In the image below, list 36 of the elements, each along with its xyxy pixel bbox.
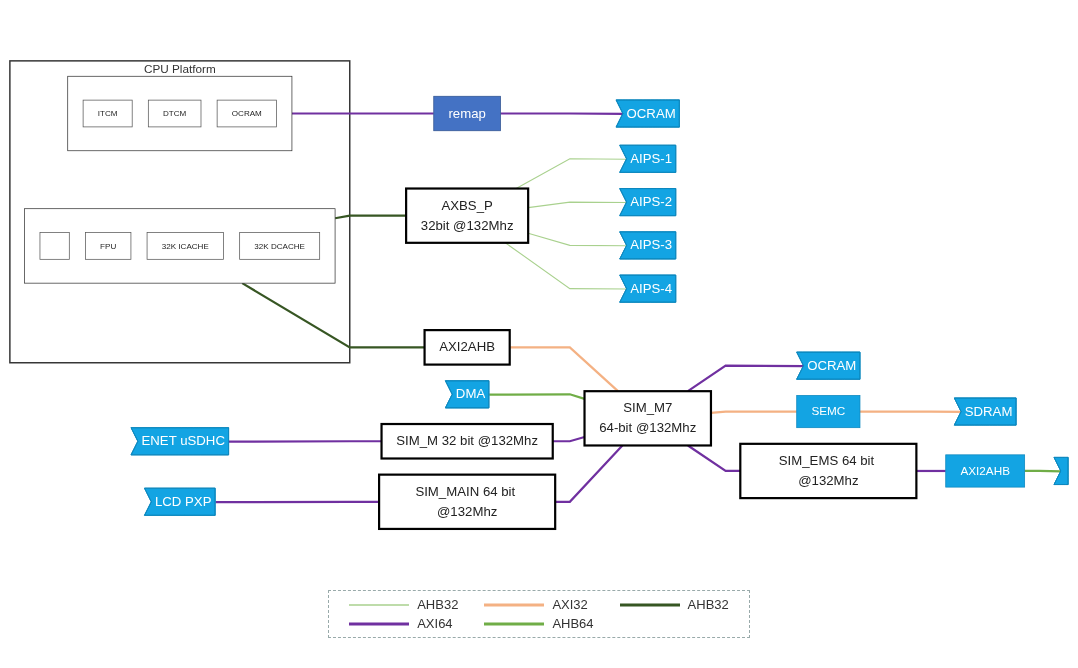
node-box: 32K ICACHE: [146, 232, 224, 260]
node-box: OCRAM: [216, 99, 277, 128]
cluster: [24, 208, 336, 284]
node-box: SIM_MAIN 64 bit @132Mhz: [378, 473, 557, 531]
connector: [228, 440, 382, 443]
node-box: DTCM: [147, 99, 202, 128]
legend-label: AHB64: [552, 616, 594, 631]
node-box: ITCM: [82, 99, 133, 128]
node-box: SIM_M7 64-bit @132Mhz: [583, 390, 713, 447]
legend-label: AXI32: [552, 597, 588, 612]
connector: [552, 435, 585, 443]
connector: [291, 112, 434, 115]
connector: [500, 112, 624, 116]
node-box: AXI2AHB: [945, 454, 1025, 488]
node-box: SIM_M 32 bit @132Mhz: [380, 423, 554, 460]
connector: [710, 410, 797, 414]
node-box: SEMC: [796, 395, 861, 429]
node-box: AXBS_P 32bit @132Mhz: [405, 187, 530, 244]
connector: [215, 500, 380, 504]
node-box: remap: [433, 96, 501, 132]
connector: [504, 242, 628, 290]
node-box: FPU: [85, 232, 132, 260]
connector: [859, 410, 962, 414]
connector: [1024, 469, 1062, 473]
node-box: [39, 232, 70, 260]
legend-label: AHB32: [687, 597, 729, 612]
connector: [241, 282, 425, 349]
connector: [916, 469, 946, 473]
connector: [489, 393, 585, 400]
node-box: AXI2AHB: [423, 329, 511, 366]
legend-label: AHB32: [417, 597, 459, 612]
cluster: [67, 76, 293, 152]
connector: [334, 214, 407, 220]
node-box: 32K DCACHE: [239, 232, 321, 260]
legend-label: AXI64: [417, 616, 453, 631]
node-box: SIM_EMS 64 bit @132Mhz: [739, 442, 918, 500]
